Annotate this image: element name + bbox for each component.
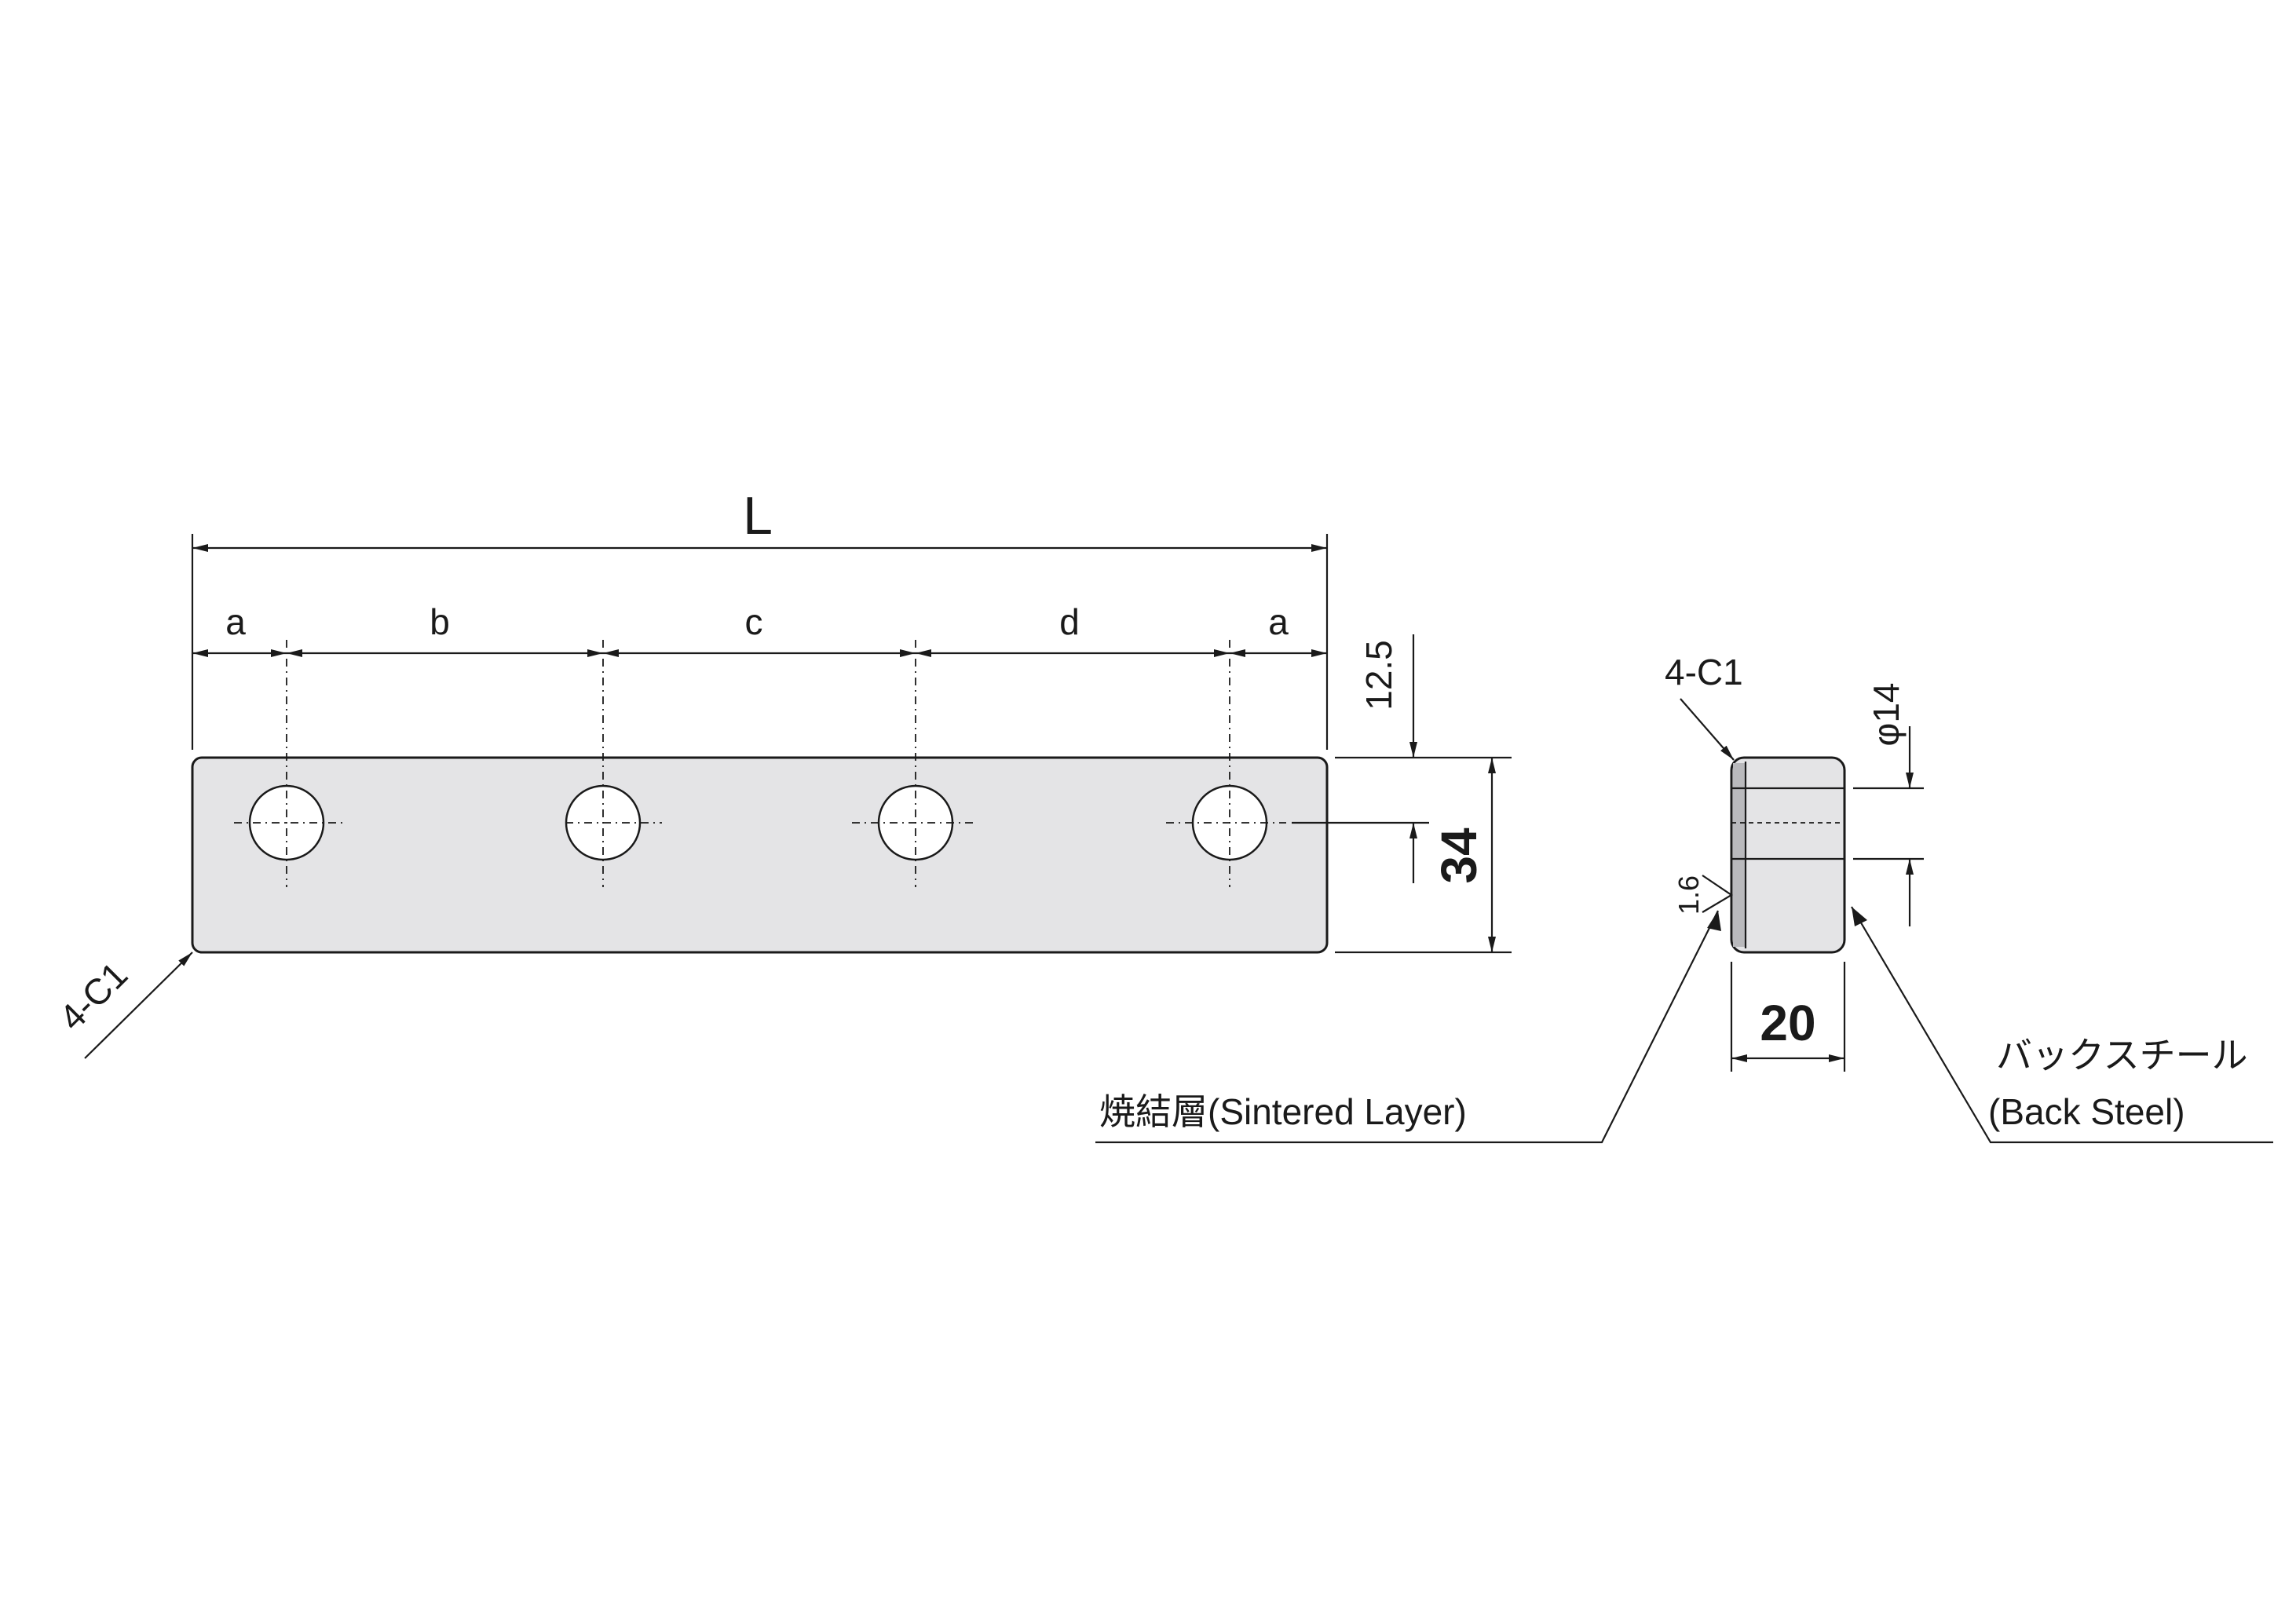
dim-a-left: a <box>225 601 246 642</box>
dim-a-right: a <box>1268 601 1289 642</box>
roughness-label: 1.6 <box>1673 875 1705 915</box>
dim-hole-offset: 12.5 <box>1358 640 1399 711</box>
side-view: φ14 4-C1 1.6 20 焼結層(Sintered Layer) バックス… <box>1095 652 2273 1144</box>
back-steel-label-jp: バックスチール <box>1996 1035 2248 1076</box>
hole-3 <box>852 640 976 887</box>
roughness-symbol <box>1702 875 1734 913</box>
sintered-layer-strip <box>1733 763 1746 947</box>
front-view: L a b c d a 12.5 34 4-C1 <box>51 486 1512 1059</box>
plate-outline <box>191 756 1329 954</box>
chamfer-side-label: 4-C1 <box>1665 652 1743 692</box>
dim-b: b <box>430 601 450 642</box>
dim-c: c <box>745 601 763 642</box>
dim-thickness: 20 <box>1760 995 1815 1051</box>
side-body <box>1730 756 1846 954</box>
back-steel-label-en: (Back Steel) <box>1988 1091 2185 1132</box>
hole-2 <box>565 640 662 887</box>
dim-height: 34 <box>1431 827 1487 884</box>
chamfer-front-label: 4-C1 <box>51 954 135 1038</box>
dim-hole-diameter: φ14 <box>1866 683 1907 747</box>
hole-4 <box>1166 640 1286 887</box>
sintered-layer-label: 焼結層(Sintered Layer) <box>1099 1091 1467 1132</box>
dim-L: L <box>743 486 773 546</box>
hole-1 <box>234 640 342 887</box>
dim-d: d <box>1059 601 1080 642</box>
